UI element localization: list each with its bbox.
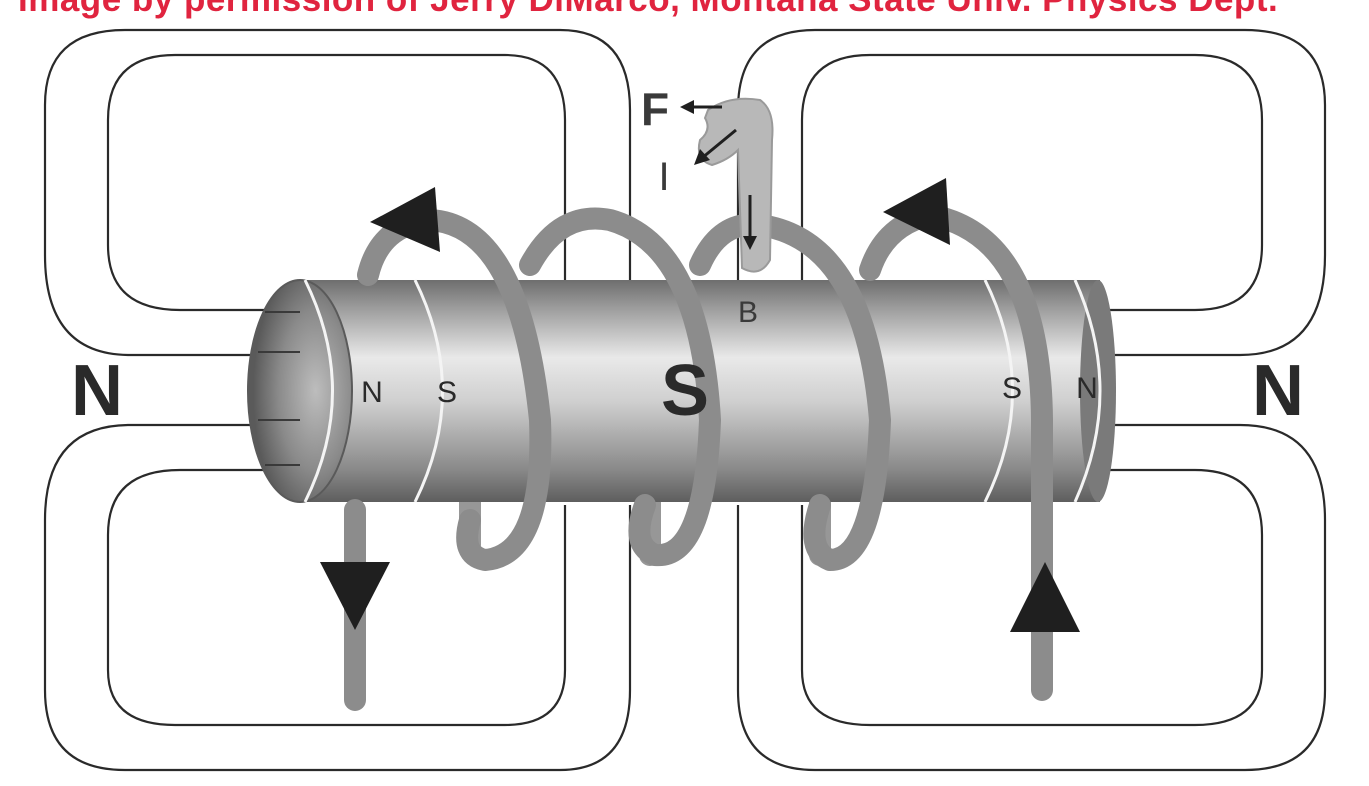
arrowhead-down-left bbox=[320, 562, 390, 630]
label-current: I bbox=[658, 155, 669, 199]
label-ring-right-n: N bbox=[1076, 372, 1098, 405]
right-hand-rule-finger bbox=[680, 97, 774, 273]
field-line-top-right-outer bbox=[736, 28, 1327, 357]
arrowhead-up-right bbox=[1010, 562, 1080, 632]
field-line-top-right-inner bbox=[800, 53, 1264, 312]
label-ring-left-s: S bbox=[437, 376, 457, 409]
label-north-right: N bbox=[1252, 351, 1304, 431]
current-arrows bbox=[320, 178, 1080, 632]
coil-turn-4 bbox=[859, 204, 1053, 701]
label-south-center: S bbox=[661, 351, 709, 431]
current-arrowhead bbox=[694, 149, 710, 165]
label-field: B bbox=[738, 296, 758, 329]
field-arrowhead bbox=[743, 236, 757, 250]
current-arrow-line bbox=[701, 128, 737, 160]
label-ring-right-s: S bbox=[1002, 372, 1022, 405]
ring-right-outer-edge bbox=[1073, 279, 1102, 503]
magnet-right-end bbox=[1080, 280, 1116, 502]
arrowhead-top-right bbox=[883, 178, 950, 245]
ring-left-outer-edge bbox=[303, 279, 334, 503]
diagram-labels: N N S N S S N F I B bbox=[71, 83, 1304, 431]
arrowhead-top-left bbox=[370, 187, 440, 252]
field-line-bottom-right-inner bbox=[800, 468, 1264, 727]
image-credit: Image by permission of Jerry DiMarco, Mo… bbox=[18, 0, 1369, 22]
field-line-bottom-right-outer bbox=[736, 423, 1327, 772]
ring-left-inner-edge bbox=[413, 279, 444, 503]
force-arrowhead bbox=[680, 100, 694, 114]
label-north-left: N bbox=[71, 351, 123, 431]
finger-shape bbox=[697, 97, 774, 273]
ring-right-inner-edge bbox=[983, 279, 1014, 503]
label-ring-left-n: N bbox=[361, 376, 383, 409]
coil-turn-2 bbox=[519, 207, 721, 567]
field-line-bottom-left-inner bbox=[106, 468, 567, 727]
field-line-bottom-left-outer bbox=[43, 423, 632, 772]
field-lines bbox=[43, 28, 1327, 772]
field-line-top-left-inner bbox=[106, 53, 567, 312]
field-line-top-left-outer bbox=[43, 28, 632, 357]
label-force: F bbox=[641, 83, 669, 135]
magnet-left-end bbox=[247, 279, 353, 503]
